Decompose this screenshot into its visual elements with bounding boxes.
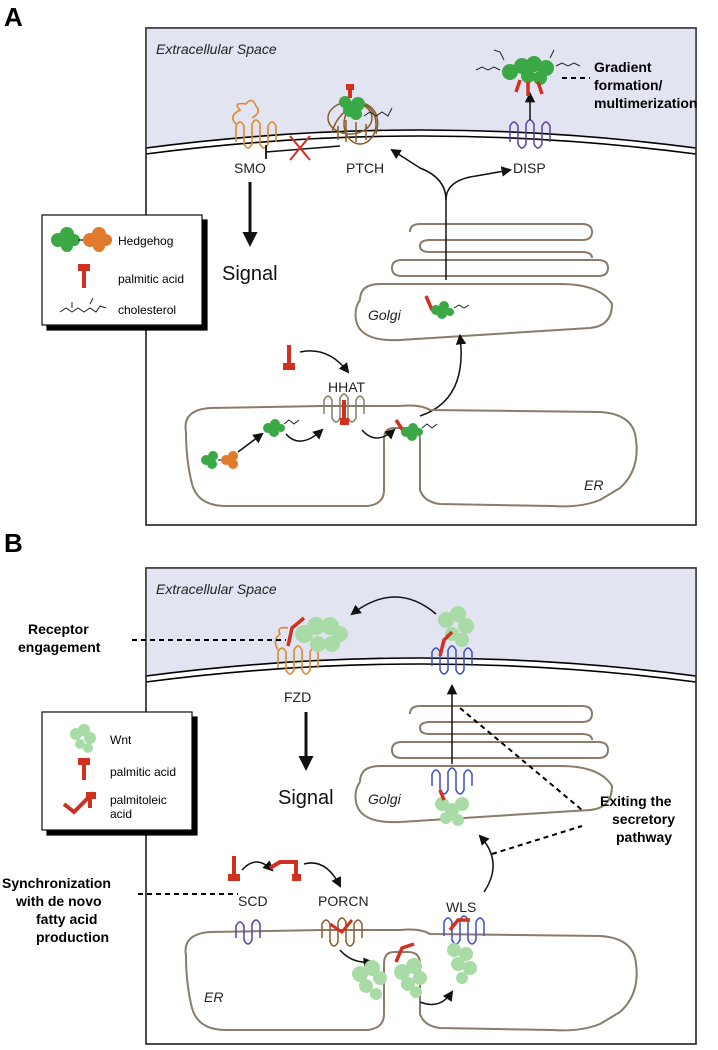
er-hedgehog-cholesterol [263,419,300,437]
exiting-annotation: Exiting the secretory pathway [600,793,679,845]
legend-palmitic-icon-b [78,758,90,780]
disp-label: DISP [513,160,546,176]
legend-wnt-label: Wnt [110,733,132,747]
extracellular-region-a [146,28,696,148]
free-palmitoleic-acid [268,860,301,881]
hhat-label: HHAT [328,379,366,395]
er-to-golgi-arrow-b [478,834,494,893]
legend-a: Hedgehog palmitic acid cholesterol [41,214,203,326]
panel-b: B Extracellular Space FZD Receptor engag… [2,528,697,1045]
to-hhat-arrow [285,428,324,442]
golgi-wnt [435,797,469,826]
palmitate-to-hhat-arrow [299,350,350,374]
legend-b: Wnt palmitic acid palmitoleic acid [41,711,193,831]
legend-palmitoleic-icon [62,791,96,815]
fzd-wnt-lipid [286,616,306,647]
er-wnt-lipidated [394,942,427,998]
porcn-enzyme [321,917,363,947]
golgi-a [354,223,614,342]
legend-cholesterol-label: cholesterol [118,303,176,317]
receptor-annotation: Receptor engagement [18,621,101,655]
scd-label: SCD [238,893,268,909]
golgi-hedgehog [424,295,470,319]
free-palmitic-acid-b [228,856,240,881]
legend-hedgehog-label: Hedgehog [118,234,173,248]
inhibition-line [265,145,341,153]
er-b [184,928,638,1032]
er-to-golgi-arrow-a [419,333,467,417]
autoprocessing-arrow [237,432,264,453]
palmitoleic-to-porcn-arrow [303,862,341,888]
golgi-b [354,705,614,824]
er-wls [443,915,485,945]
wls-bound-wnt [447,943,477,984]
sync-annotation: Synchronization with de novo fatty acid … [2,875,115,945]
extracellular-label-b: Extracellular Space [156,581,277,597]
golgi-wls [431,767,473,795]
plasma-membrane-inner-b [145,663,697,683]
porcn-label: PORCN [318,893,369,909]
exiting-dash-2 [491,825,583,855]
smo-label: SMO [234,160,266,176]
wnt-to-wls-arrow [419,990,454,1006]
plasma-membrane-outer-a [145,129,697,149]
er-label-b: ER [204,989,223,1005]
panel-a: A Extracellular Space SMO [4,2,697,526]
scd-enzyme [235,919,261,945]
legend-palmitic-label-b: palmitic acid [110,765,176,779]
blocked-x-mark [289,135,311,161]
legend-palmitic-label: palmitic acid [118,272,184,286]
golgi-label-b: Golgi [368,791,402,807]
golgi-label-a: Golgi [368,307,402,323]
er-wnt-unlipidated [352,960,387,1000]
panel-b-letter: B [4,528,23,558]
legend-palmitoleic-label: palmitoleic acid [110,793,170,821]
plasma-membrane-outer-b [145,657,697,677]
ptch-cholesterol [363,107,393,117]
hhat-enzyme [323,393,365,423]
signal-label-a: Signal [222,263,278,285]
fzd-receptor [274,626,319,675]
signal-label-b: Signal [278,787,334,809]
multimer-annotation: Gradient formation/ multimerization [594,59,697,111]
smo-receptor [232,99,277,149]
palmitic-to-palmitoleic-arrow [241,860,274,872]
er-label-a: ER [584,477,603,493]
ptch-bound-hedgehog [339,96,365,120]
free-palmitic-acid-a [283,345,295,370]
extracellular-label-a: Extracellular Space [156,41,277,57]
legend-wnt-icon [70,724,96,753]
wls-label: WLS [446,899,476,915]
plasma-membrane-inner-a [145,135,697,155]
er-hedgehog-precursor [201,451,238,469]
wls-at-membrane [431,645,473,675]
er-hedgehog-lipidated [394,419,438,441]
legend-cholesterol-icon [59,297,107,313]
wls-to-fzd-arrow [350,596,437,616]
er-a [184,404,638,508]
fzd-bound-wnt [295,617,348,652]
from-hhat-arrow [361,428,396,440]
ptch-label: PTCH [346,160,384,176]
golgi-to-disp-arrow [445,166,513,201]
hedgehog-multimer [475,49,581,96]
legend-hedgehog-icon [51,227,112,252]
legend-palmitic-icon [78,264,90,288]
panel-a-letter: A [4,2,23,32]
fzd-label: FZD [284,689,311,705]
